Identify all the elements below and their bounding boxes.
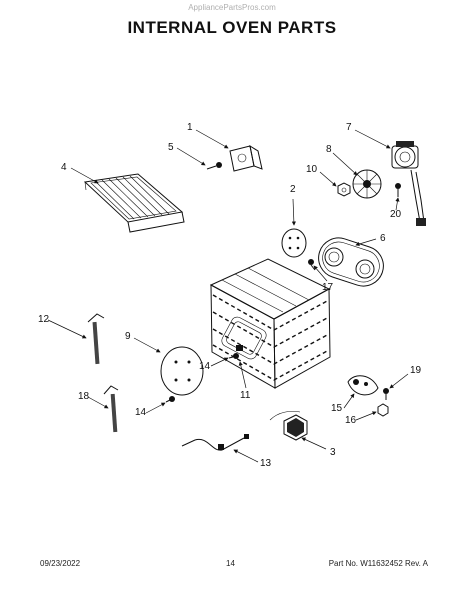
callout-19: 19 [410,365,422,376]
baffle-disc-part [281,228,307,258]
callout-labels: 1 2 3 4 5 6 7 8 9 10 11 12 13 14 14 15 1… [38,122,422,469]
oven-cavity [209,258,331,389]
oven-rack-part [83,173,185,233]
sensor-probe-part [87,313,105,365]
callout-11: 11 [240,390,251,401]
wire-harness-part [181,434,249,451]
screw-part-5 [206,162,222,170]
convection-motor-part [391,141,426,226]
callout-14a: 14 [199,361,211,372]
callout-12: 12 [38,314,50,325]
footer-page-number: 14 [226,559,235,568]
callout-8: 8 [326,144,332,155]
socket-part [347,375,379,396]
sensor-probe-part-18 [103,385,119,433]
callout-1: 1 [187,122,193,133]
footer-part-number: Part No. W11632452 Rev. A [328,559,428,568]
nut-part [337,182,351,197]
callout-16: 16 [345,415,357,426]
screw-part-17 [308,259,316,271]
leader-lines [47,129,409,463]
screw-part-19 [383,388,389,400]
fan-blade-part [352,169,382,199]
nut-part-16 [377,403,389,417]
callout-7: 7 [346,122,352,133]
callout-13: 13 [260,458,272,469]
rear-disc-part [160,346,204,396]
callout-20: 20 [390,209,402,220]
callout-9: 9 [125,331,131,342]
footer-date: 09/23/2022 [40,559,81,568]
callout-10: 10 [306,164,318,175]
callout-14b: 14 [135,407,147,418]
fan-bracket-part [229,144,263,172]
callout-4: 4 [61,162,67,173]
connector-block-part [269,410,308,441]
callout-3: 3 [330,447,336,458]
callout-18: 18 [78,391,90,402]
callout-15: 15 [331,403,343,414]
callout-6: 6 [380,233,386,244]
page-title: INTERNAL OVEN PARTS [127,18,337,37]
screw-part-14a [228,353,239,359]
gasket-plate-part [318,237,384,287]
callout-17: 17 [322,282,334,293]
callout-2: 2 [290,184,296,195]
screw-part-14b [165,396,175,403]
callout-5: 5 [168,142,174,153]
watermark: AppliancePartsPros.com [188,3,276,12]
screw-part-20 [395,183,401,197]
